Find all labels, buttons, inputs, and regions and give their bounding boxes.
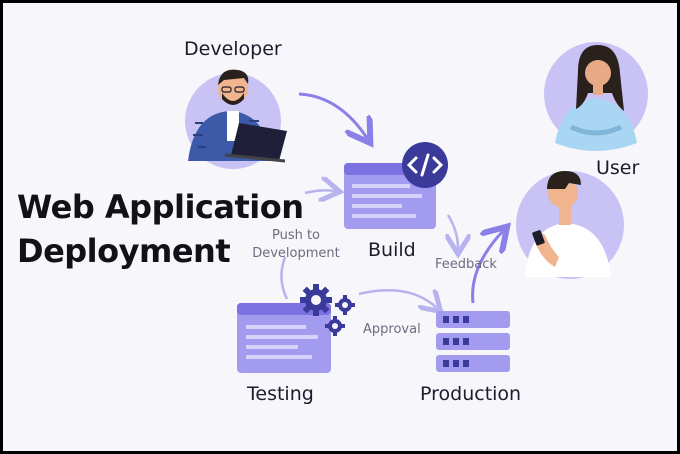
user-phone-avatar	[516, 171, 624, 279]
build-label: Build	[368, 239, 416, 261]
user-avatar	[544, 42, 648, 151]
title-line-2: Deployment	[17, 232, 231, 270]
user-label: User	[596, 157, 640, 179]
developer-avatar	[185, 69, 287, 169]
arrow-testing-push	[280, 256, 289, 300]
code-icon	[402, 142, 448, 188]
title-line-1: Web Application	[17, 188, 304, 226]
server-rack-icon	[436, 311, 510, 372]
developer-label: Developer	[184, 38, 282, 60]
push-to-development-label: Push to Development	[243, 227, 349, 263]
diagram-art	[185, 42, 648, 373]
diagram-title: Web Application Deployment	[17, 185, 304, 273]
arrow-developer-build	[298, 92, 367, 138]
gear-icon	[300, 284, 355, 336]
arrow-push-build	[304, 190, 335, 193]
push-label-line-1: Push to	[271, 228, 321, 243]
arrow-build-feedback	[448, 214, 458, 249]
arrow-production-user	[471, 231, 503, 304]
diagram-canvas: Web Application Deployment Developer Bui…	[3, 3, 677, 451]
arrow-testing-production	[358, 290, 437, 308]
push-label-line-2: Development	[252, 246, 340, 261]
production-label: Production	[420, 383, 522, 405]
approval-label: Approval	[363, 322, 421, 337]
feedback-label: Feedback	[435, 257, 497, 272]
testing-label: Testing	[247, 383, 314, 405]
